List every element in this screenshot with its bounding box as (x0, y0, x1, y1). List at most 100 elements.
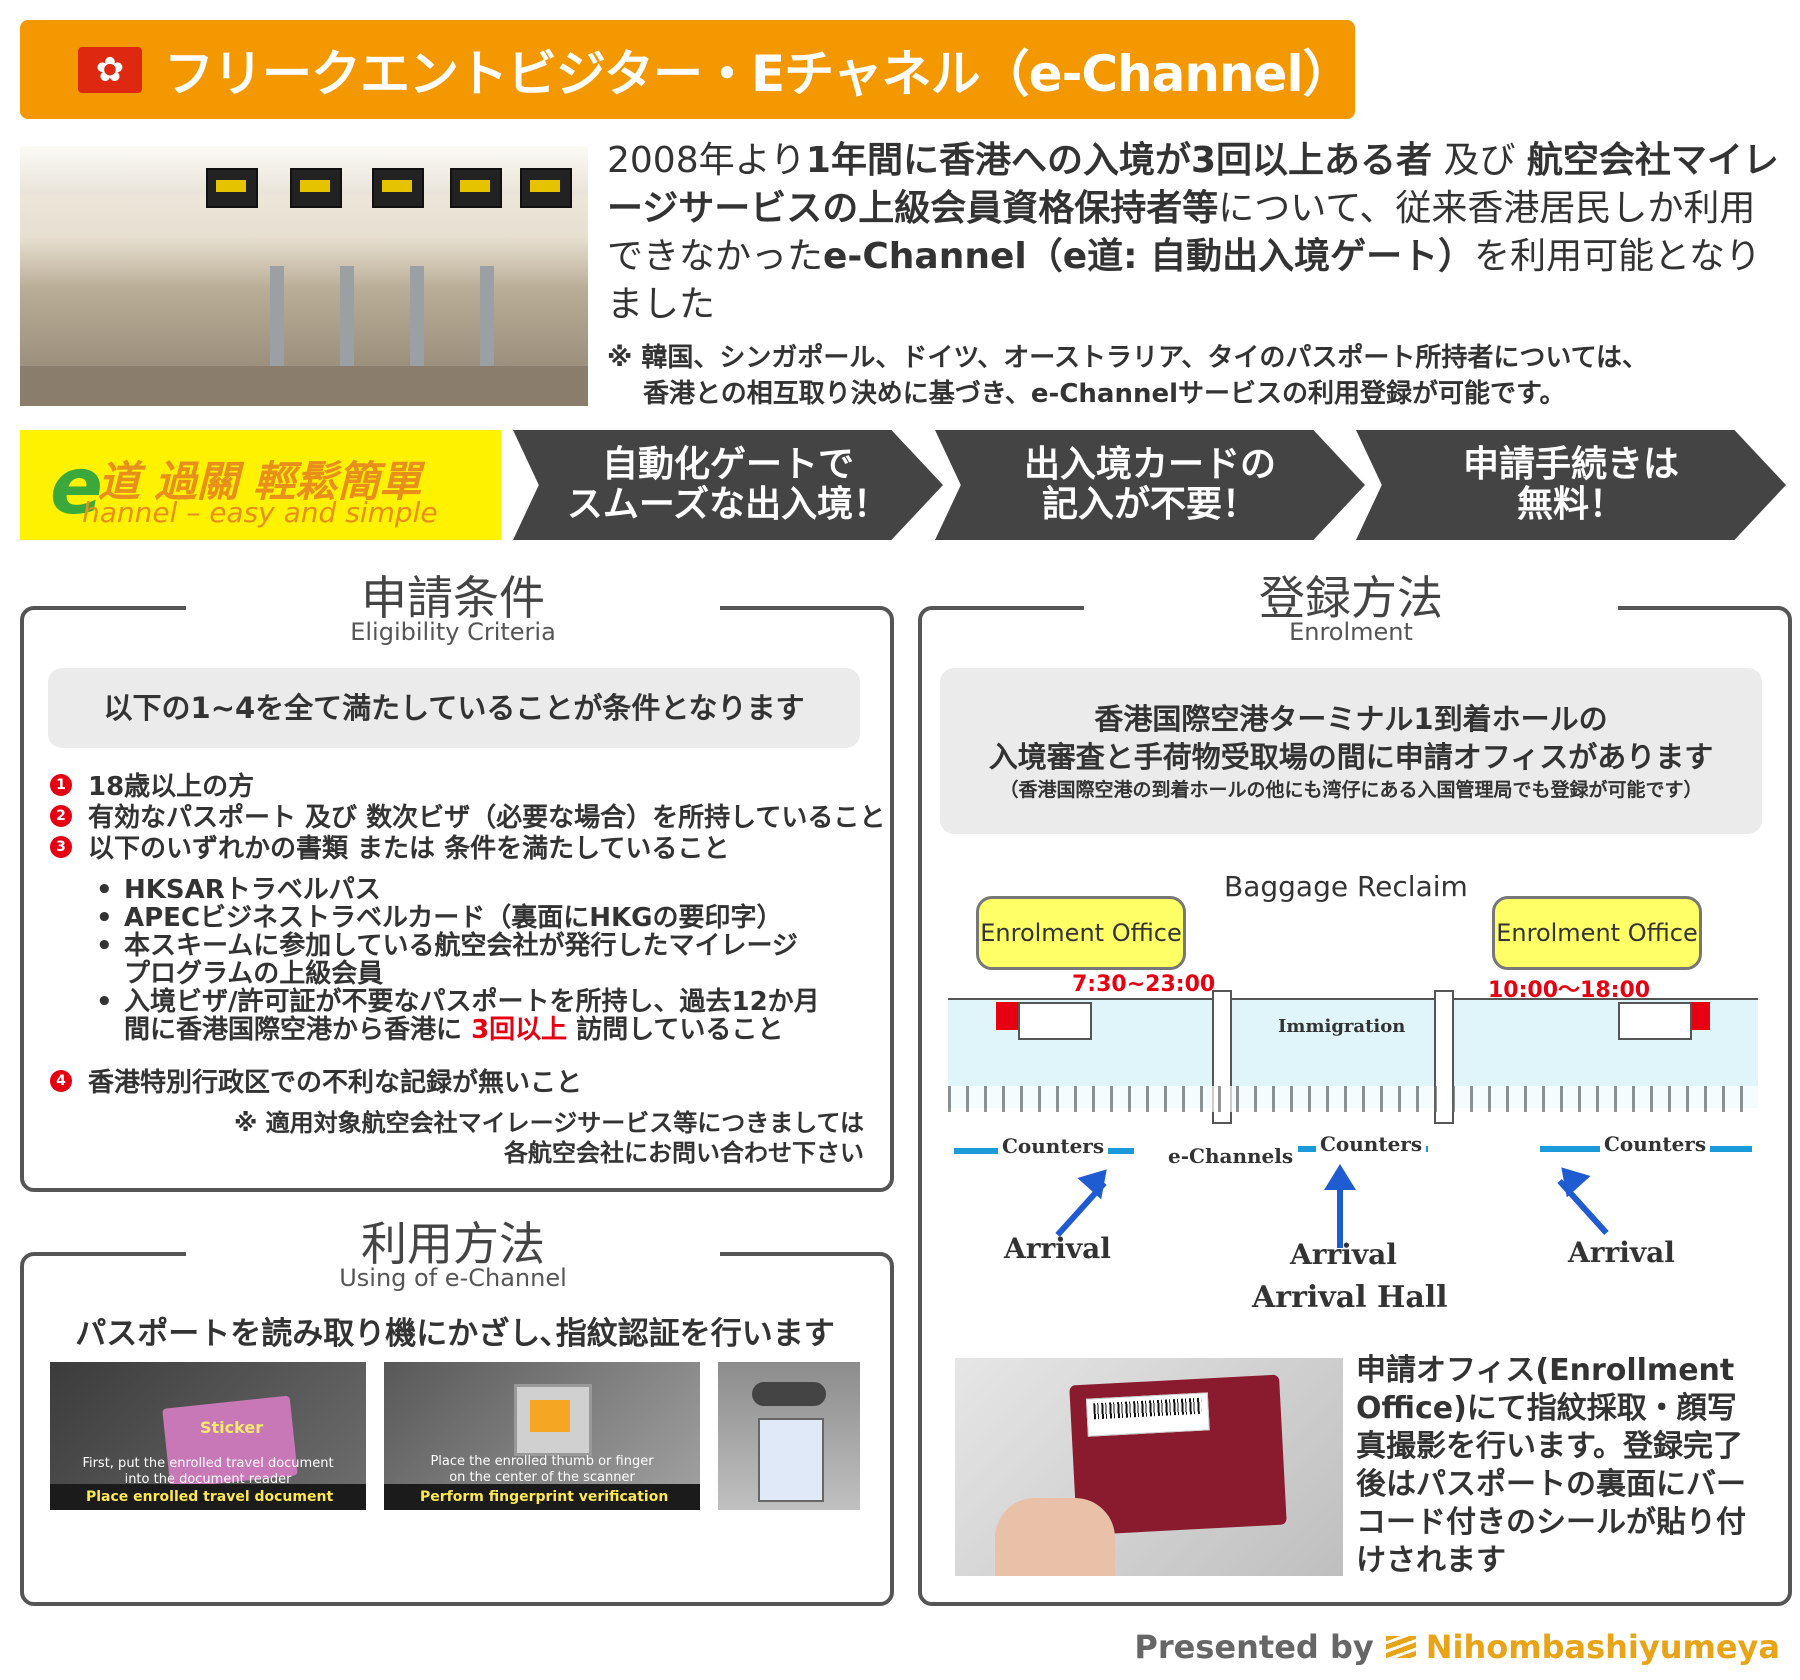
photo-caption: First, put the enrolled travel document (82, 1456, 334, 1471)
criterion-2: 2 有効なパスポート 及び 数次ビザ（必要な場合）を所持していること (50, 797, 885, 834)
document-reader-photo: Sticker First, put the enrolled travel d… (50, 1362, 366, 1510)
page-title: フリークエントビジター・Eチャネル（e-Channel） (164, 44, 1353, 103)
hand (995, 1498, 1115, 1576)
brand-name: Nihombashiyumeya (1425, 1628, 1780, 1666)
intro-highlight: e-Channel（e道: 自動出入境ゲート） (823, 236, 1475, 277)
intro-text: を利用可能となりました (607, 236, 1761, 325)
usage-headline: パスポートを読み取り機にかざし､指紋認証を行います (75, 1316, 835, 1352)
criterion-text: 香港特別行政区での不利な記録が無いこと (88, 1068, 583, 1098)
kiosk-screen (758, 1418, 824, 1502)
number-badge: 1 (50, 773, 72, 796)
summary-line: 入境審査と手荷物受取場の間に申請オフィスがあります (988, 740, 1714, 774)
title-bar: ✿ フリークエントビジター・Eチャネル（e-Channel） (20, 20, 1355, 119)
photo-screen (372, 168, 424, 208)
intro-text: 航空会社マイレージサービスの上級会員資格保持者等 (607, 140, 1779, 229)
office-room (1618, 1002, 1692, 1040)
step-label: Perform fingerprint verification (420, 1489, 669, 1505)
intro-text: 1年間に香港への入境が3回以上ある者 (805, 140, 1433, 181)
feature-chevron: 自動化ゲートでスムーズな出入境！ (513, 430, 943, 540)
intro-text: 2008年より (607, 140, 806, 181)
usage-title: 利用方法 (186, 1208, 720, 1271)
e-channel-kiosk-photo (718, 1362, 860, 1510)
summary-line: 香港国際空港ターミナル1到着ホールの (1094, 702, 1608, 736)
intro-text: 及び (1432, 140, 1527, 181)
chevron-line: 記入が不要！ (1041, 484, 1258, 525)
office-marker (1688, 1002, 1710, 1030)
bullet-item: 本スキームに参加している航空会社が発行したマイレージ プログラムの上級会員 (96, 932, 798, 988)
feature-chevron: 出入境カードの記入が不要！ (935, 430, 1365, 540)
arrival-label: Arrival (1004, 1232, 1111, 1265)
arrival-hall-label: Arrival Hall (1252, 1280, 1448, 1315)
office-room (1018, 1002, 1092, 1040)
note-line: 香港との相互取り決めに基づき、e-Channelサービスの利用登録が可能です。 (643, 379, 1566, 409)
photo-gate (410, 266, 424, 386)
chevron-line: スムーズな出入境！ (566, 484, 890, 525)
intro-note: ※ 韓国、シンガポール、ドイツ、オーストラリア、タイのパスポート所持者については… (607, 340, 1787, 412)
eligibility-footnote: ※ 適用対象航空会社マイレージサービス等につきましては 各航空会社にお問い合わせ… (120, 1108, 864, 1168)
counters-label: Counters (998, 1134, 1109, 1158)
intro-paragraph: 2008年より1年間に香港への入境が3回以上ある者 及び 航空会社マイレージサー… (607, 137, 1787, 329)
barcode (1093, 1397, 1202, 1420)
kiosk-camera (752, 1382, 826, 1406)
chevron-line: 申請手続きは (1462, 444, 1679, 485)
bullet-line: 訪問していること (567, 1015, 784, 1045)
bullet-item: APECビジネストラベルカード（裏面にHKGの要印字） (96, 904, 782, 932)
arrival-arrow (1337, 1184, 1343, 1248)
passport-sticker-photo (955, 1358, 1343, 1576)
step-bar: Place enrolled travel document (50, 1484, 366, 1510)
note-line: ※ 韓国、シンガポール、ドイツ、オーストラリア、タイのパスポート所持者については… (607, 343, 1649, 373)
eligibility-summary: 以下の1~4を全て満たしていることが条件となります (48, 668, 860, 748)
fingerprint-scanner-photo: Place the enrolled thumb or finger on th… (384, 1362, 700, 1510)
chevron-line: 無料！ (1516, 484, 1625, 525)
enrolment-subtitle: Enrolment (1289, 618, 1413, 646)
logo-sub-text: hannel – easy and simple (82, 496, 438, 529)
counter-row (948, 1086, 1758, 1112)
intro-text: について、従来香港居民しか利用できなかった (607, 188, 1756, 277)
enrolment-title: 登録方法 (1084, 562, 1618, 625)
hong-kong-flag-icon: ✿ (78, 46, 142, 93)
criterion-text: 18歳以上の方 (88, 772, 255, 802)
number-badge: 2 (50, 804, 72, 827)
photo-caption: Place the enrolled thumb or finger (430, 1454, 654, 1469)
usage-subtitle: Using of e-Channel (339, 1264, 567, 1292)
enrolment-office-callout: Enrolment Office (976, 896, 1186, 970)
e-channels-label: e-Channels (1168, 1144, 1294, 1168)
photo-floor (20, 366, 588, 406)
baggage-reclaim-label: Baggage Reclaim (1224, 870, 1468, 903)
photo-screen (290, 168, 342, 208)
scanner-light (530, 1400, 570, 1432)
feature-chevron: 申請手続きは無料！ (1356, 430, 1786, 540)
presented-by-text: Presented by (1134, 1628, 1374, 1666)
enrolment-summary: 香港国際空港ターミナル1到着ホールの 入境審査と手荷物受取場の間に申請オフィスが… (940, 668, 1762, 834)
office-marker (996, 1002, 1018, 1030)
criterion-text: 有効なパスポート 及び 数次ビザ（必要な場合）を所持していること (88, 803, 886, 833)
arrival-arrow-head (1077, 1158, 1119, 1200)
arrival-hall-map: Baggage Reclaim Enrolment Office Enrolme… (948, 866, 1758, 1321)
highlight-text: 3回以上 (471, 1015, 568, 1045)
chevron-line: 自動化ゲートで (601, 444, 854, 485)
bullet-line: 入境ビザ/許可証が不要なパスポートを所持し、過去12か月 (124, 987, 820, 1017)
e-channel-logo: e 道 過關 輕鬆簡單 hannel – easy and simple (20, 430, 501, 540)
summary-note: （香港国際空港の到着ホールの他にも湾仔にある入国管理局でも登録が可能です） (999, 779, 1703, 801)
immigration-label: Immigration (1278, 1016, 1406, 1037)
arrival-arrow-head (1549, 1156, 1591, 1198)
enrolment-office-callout: Enrolment Office (1492, 896, 1702, 970)
office-hours: 7:30~23:00 (1072, 972, 1216, 997)
sticker-label: Sticker (200, 1418, 264, 1437)
counters-label: Counters (1316, 1132, 1427, 1156)
chevron-line: 出入境カードの (1023, 444, 1276, 485)
eligibility-subtitle: Eligibility Criteria (350, 618, 556, 646)
enrolment-description: 申請オフィス(Enrollment Office)にて指紋採取・顔写真撮影を行い… (1356, 1353, 1746, 1578)
arrival-label: Arrival (1290, 1238, 1397, 1271)
step-label: Place enrolled travel document (86, 1489, 334, 1505)
barcode-sticker (1085, 1392, 1210, 1437)
footnote-line: ※ 適用対象航空会社マイレージサービス等につきましては (233, 1109, 864, 1137)
photo-caption: on the center of the scanner (449, 1470, 635, 1485)
footnote-line: 各航空会社にお問い合わせ下さい (504, 1139, 864, 1167)
photo-gate (340, 266, 354, 386)
photo-gate (270, 266, 284, 386)
office-hours: 10:00～18:00 (1488, 978, 1651, 1003)
map-line (948, 998, 1758, 1000)
